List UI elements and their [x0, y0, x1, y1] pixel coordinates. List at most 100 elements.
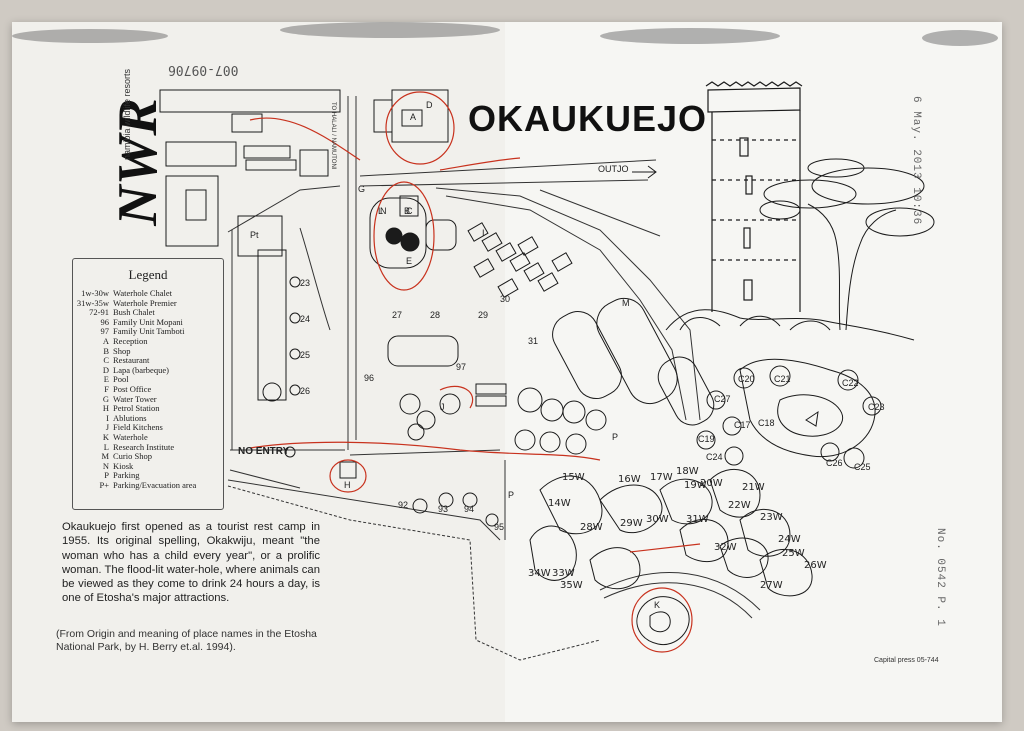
- map-facility-letter: E: [406, 256, 413, 266]
- map-unit-number: C22: [842, 378, 859, 388]
- description-text: Okaukuejo first opened as a tourist rest…: [62, 521, 320, 605]
- handwritten-unit-label: 29W: [620, 518, 643, 529]
- map-unit-number: C23: [868, 402, 885, 412]
- chalet-row-east: [552, 297, 715, 426]
- handwritten-unit-label: 35W: [560, 580, 583, 591]
- map-unit-number: 25: [300, 350, 311, 360]
- handwritten-unit-label: 25W: [782, 548, 805, 559]
- legend-key: C: [103, 355, 109, 366]
- legend-item: H Petrol Station: [73, 404, 223, 414]
- legend-key: 96: [100, 316, 110, 327]
- map-unit-number: C27: [714, 394, 731, 404]
- legend-key: P+: [99, 479, 109, 490]
- legend-label: Shop: [113, 345, 131, 356]
- handwritten-unit-label: 15W: [562, 472, 585, 483]
- map-title: OKAUKUEJO: [468, 98, 708, 139]
- map-unit-number: 24: [300, 314, 311, 324]
- map-facility-letter: P: [612, 432, 619, 442]
- legend-key: H: [102, 403, 109, 414]
- rocks-bush: [665, 309, 915, 341]
- map-facility-letter: A: [410, 112, 417, 122]
- handwritten-note: 007-09706: [168, 62, 239, 77]
- nwr-logo: NWR namibia wildlife resorts: [94, 69, 169, 226]
- legend-key: L: [103, 441, 109, 452]
- handwritten-unit-label: 32W: [714, 542, 737, 553]
- legend-label: Petrol Station: [113, 403, 160, 414]
- map-unit-number: 96: [364, 373, 375, 383]
- map-facility-letter: I: [482, 228, 485, 238]
- legend-label: Water Tower: [113, 393, 157, 404]
- handwritten-unit-label: 30W: [646, 514, 669, 525]
- legend-key: N: [102, 460, 109, 471]
- map-unit-number: C25: [854, 462, 871, 472]
- nwr-logo-subtitle: namibia wildlife resorts: [122, 68, 132, 160]
- legend-item: P+Parking/Evacuation area: [73, 479, 223, 491]
- map-unit-number: 26: [300, 386, 311, 396]
- map-facility-letter: G: [358, 184, 366, 194]
- legend-key: K: [102, 431, 109, 442]
- copy-smudges: [12, 22, 998, 46]
- map-unit-number: 92: [398, 500, 409, 510]
- legend-key: P: [104, 470, 109, 481]
- map-facility-letter: H: [344, 480, 351, 490]
- map-facility-letter: D: [426, 100, 433, 110]
- map-facility-letter: C: [406, 206, 413, 216]
- nwr-logo-mark: NWR: [106, 98, 169, 226]
- legend-label: Kiosk: [113, 460, 134, 471]
- parking-bubbles: [284, 446, 499, 527]
- map-facility-letter: K: [654, 600, 661, 610]
- out-arrow: [632, 165, 657, 179]
- map-unit-number: 29: [478, 310, 489, 320]
- waterhole-chalets: [529, 468, 813, 597]
- map-unit-number: 95: [494, 522, 505, 532]
- handwritten-unit-label: 23W: [760, 512, 783, 523]
- handwritten-unit-label: 24W: [778, 534, 801, 545]
- handwritten-unit-label: 21W: [742, 482, 765, 493]
- legend-item: G Water Tower: [73, 393, 223, 405]
- handwritten-unit-label: 18W: [676, 466, 699, 477]
- legend-label: Family Unit Mopani: [113, 316, 183, 327]
- bush-chalets: [387, 335, 607, 455]
- legend-key: D: [102, 364, 109, 375]
- chalet-cluster-north: [467, 222, 573, 298]
- parking-evacuation-area: [237, 215, 287, 402]
- handwritten-unit-label: 19W: [684, 480, 707, 491]
- handwritten-unit-label: 33W: [552, 568, 575, 579]
- fax-page-stamp: No. 0542 P. 1: [934, 528, 946, 627]
- legend-key: G: [102, 393, 109, 404]
- legend-label: Family Unit Tamboti: [113, 326, 185, 337]
- legend-key: F: [104, 383, 109, 394]
- map-facility-letter: L: [378, 206, 384, 216]
- legend-key: 31w-35w: [76, 297, 109, 308]
- handwritten-unit-label: 27W: [760, 580, 783, 591]
- map-facility-letter: Pt: [250, 230, 259, 240]
- legend-label: Curio Shop: [113, 451, 152, 462]
- legend-label: Restaurant: [113, 355, 150, 366]
- legend-label: Ablutions: [113, 412, 147, 423]
- handwritten-unit-label: 28W: [580, 522, 603, 533]
- handwritten-unit-label: 20W: [700, 478, 723, 489]
- camp-boundary: [227, 485, 601, 661]
- central-facilities: [369, 89, 457, 269]
- units-23-26: [289, 276, 301, 396]
- map-unit-number: C24: [706, 452, 723, 462]
- map-unit-number: C18: [758, 418, 775, 428]
- source-citation: (From Origin and meaning of place names …: [56, 628, 317, 653]
- map-facility-letter: P: [508, 490, 515, 500]
- map-facility-letter: B: [404, 206, 411, 216]
